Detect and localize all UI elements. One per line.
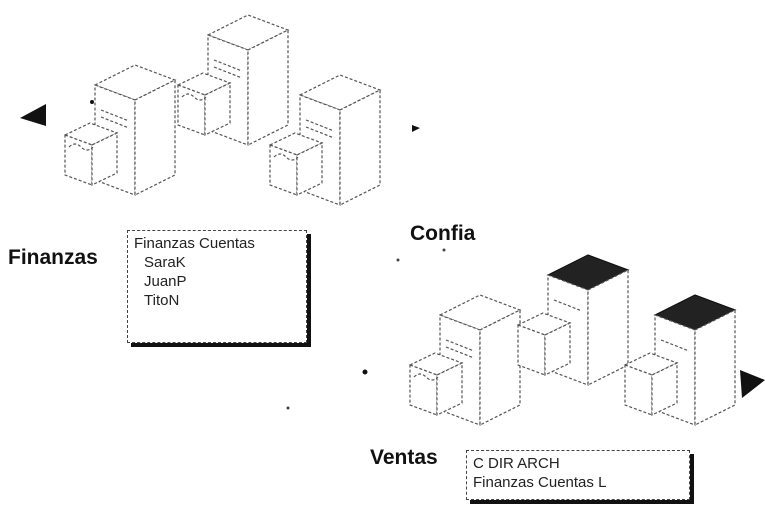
finanzas-info-box: Finanzas Cuentas SaraK JuanP TitoN	[127, 230, 307, 343]
list-item: JuanP	[144, 273, 187, 290]
finanzas-server-2-icon	[177, 14, 289, 146]
dot-icon	[396, 258, 400, 262]
finanzas-label: Finanzas	[8, 246, 98, 269]
confia-server-3-icon	[624, 294, 736, 426]
confia-label: Confia	[410, 222, 476, 245]
confia-server-1-icon	[409, 294, 521, 426]
finanzas-server-1-icon	[64, 64, 176, 196]
dot-icon	[90, 100, 94, 104]
left-arrow-icon	[20, 104, 46, 126]
list-item: TitoN	[144, 292, 180, 309]
dot-icon	[442, 248, 446, 252]
small-arrow-icon	[412, 125, 420, 132]
ventas-info-box: C DIR ARCH Finanzas Cuentas L	[466, 450, 690, 500]
right-arrow-icon	[740, 370, 765, 398]
confia-server-2-icon	[517, 254, 629, 386]
list-item: SaraK	[144, 254, 186, 271]
dot-icon	[362, 369, 368, 375]
finanzas-box-title: Finanzas Cuentas	[134, 235, 255, 252]
ventas-label: Ventas	[370, 446, 438, 469]
list-item: Finanzas Cuentas L	[473, 474, 607, 491]
dot-icon	[286, 406, 290, 410]
list-item: C DIR ARCH	[473, 455, 560, 472]
